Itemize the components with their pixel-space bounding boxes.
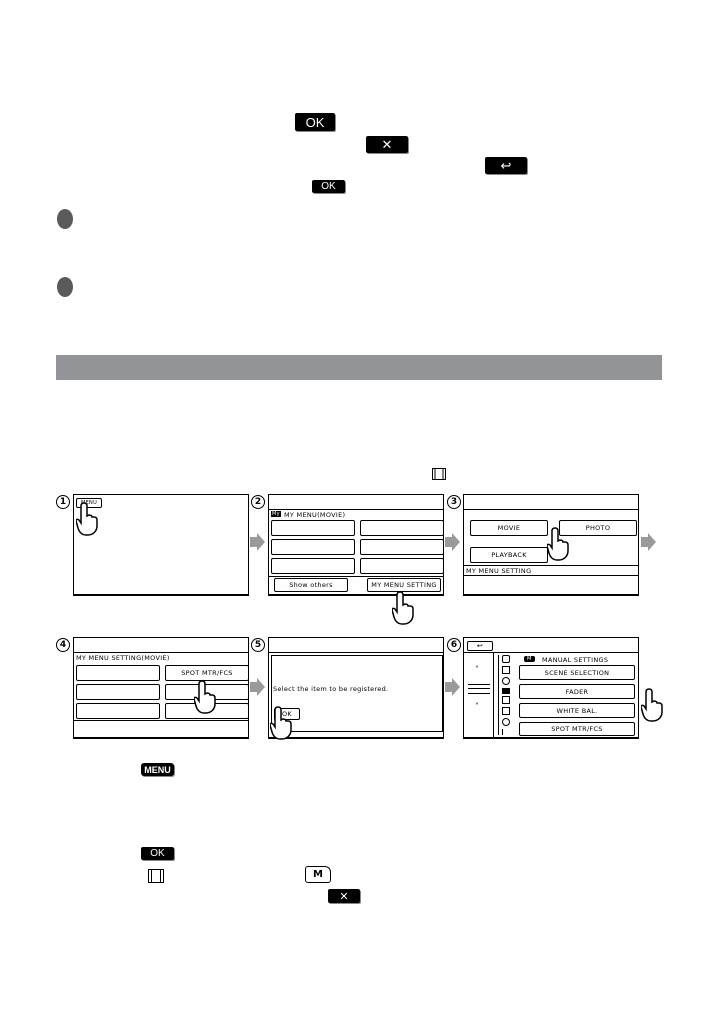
hand-pointer-icon <box>547 527 569 561</box>
screen-step-4: MY MENU SETTING(MOVIE) SPOT MTR/FCS <box>73 637 249 739</box>
white-bal-item[interactable]: WHITE BAL. <box>519 703 635 718</box>
category-icons <box>502 655 510 735</box>
dialog-message: Select the item to be registered. <box>273 685 389 693</box>
menu-button-icon: MENU <box>141 763 174 776</box>
ok-button-icon: OK <box>141 847 174 860</box>
scroll-up-button[interactable]: ˄ <box>475 665 480 674</box>
section-header-bar <box>56 355 662 380</box>
category-icon[interactable] <box>502 728 510 735</box>
screen-step-6: ↩ ˄ ˅ M MANUAL SETTINGS SCENE SELECTION … <box>463 637 639 739</box>
back-button[interactable]: ↩ <box>467 641 493 651</box>
menu-slot[interactable] <box>271 558 355 574</box>
menu-slot[interactable] <box>360 539 444 555</box>
scene-selection-item[interactable]: SCENE SELECTION <box>519 665 635 680</box>
next-arrow-icon <box>250 533 265 551</box>
step-number: 1 <box>56 495 70 509</box>
film-icon <box>148 869 164 883</box>
photo-button[interactable]: PHOTO <box>559 520 637 536</box>
category-icon[interactable] <box>502 707 510 716</box>
category-title: MANUAL SETTINGS <box>542 656 609 664</box>
bullet-icon <box>57 277 73 297</box>
menu-slot[interactable] <box>360 520 444 536</box>
category-icon[interactable] <box>502 718 510 727</box>
screen-title: MY MENU(MOVIE) <box>284 511 346 519</box>
spot-mtr-fcs-item[interactable]: SPOT MTR/FCS <box>519 722 635 736</box>
menu-button[interactable]: MENU <box>76 498 102 508</box>
screen-step-3: MOVIE PHOTO PLAYBACK MY MENU SETTING <box>463 494 639 596</box>
menu-slot[interactable] <box>271 520 355 536</box>
category-icon[interactable] <box>502 676 510 685</box>
bullet-icon <box>57 209 73 229</box>
back-button-icon: ↩ <box>485 157 527 174</box>
screen-step-1: MENU <box>73 494 249 596</box>
menu-slot[interactable] <box>360 558 444 574</box>
fader-item[interactable]: FADER <box>519 684 635 699</box>
playback-button[interactable]: PLAYBACK <box>470 547 548 563</box>
screen-step-2: My MY MENU(MOVIE) Show others MY MENU SE… <box>268 494 444 596</box>
step-number: 4 <box>56 638 70 652</box>
my-menu-badge: My <box>271 511 281 517</box>
manual-badge: M <box>524 656 535 662</box>
menu-slot[interactable] <box>76 684 160 700</box>
step-number: 5 <box>251 638 265 652</box>
menu-slot[interactable] <box>76 665 160 681</box>
close-button-icon: ✕ <box>328 889 360 903</box>
hand-pointer-icon <box>641 688 663 722</box>
screen-title: MY MENU SETTING(MOVIE) <box>76 654 170 662</box>
section-label: MY MENU SETTING <box>466 567 532 575</box>
film-icon <box>432 468 446 480</box>
my-menu-setting-button[interactable]: MY MENU SETTING <box>367 578 441 592</box>
scroll-down-button[interactable]: ˅ <box>475 702 480 711</box>
next-arrow-icon <box>250 678 265 696</box>
step-number: 6 <box>447 638 461 652</box>
dialog-box <box>271 655 443 732</box>
next-arrow-icon <box>445 533 460 551</box>
step-number: 3 <box>447 495 461 509</box>
step-number: 2 <box>251 495 265 509</box>
menu-slot[interactable] <box>76 703 160 719</box>
screen-step-5: Select the item to be registered. OK <box>268 637 444 739</box>
category-icon[interactable] <box>502 655 510 663</box>
category-icon[interactable] <box>502 696 510 705</box>
close-button-icon: ✕ <box>366 136 408 153</box>
show-others-button[interactable]: Show others <box>274 578 348 592</box>
hand-pointer-icon <box>270 706 292 740</box>
hand-pointer-icon <box>392 591 414 625</box>
category-icon[interactable] <box>502 687 510 694</box>
hand-pointer-icon <box>76 502 98 536</box>
hand-pointer-icon <box>194 680 216 714</box>
movie-button[interactable]: MOVIE <box>470 520 548 536</box>
spot-mtr-fcs-slot[interactable]: SPOT MTR/FCS <box>165 665 249 681</box>
ok-button-icon: OK <box>312 180 345 193</box>
next-arrow-icon <box>641 533 656 551</box>
scroll-handle[interactable] <box>468 684 490 694</box>
menu-slot[interactable] <box>271 539 355 555</box>
manual-settings-icon: M <box>305 866 331 883</box>
category-icon[interactable] <box>502 665 510 674</box>
next-arrow-icon <box>445 678 460 696</box>
ok-button-icon: OK <box>295 113 335 131</box>
